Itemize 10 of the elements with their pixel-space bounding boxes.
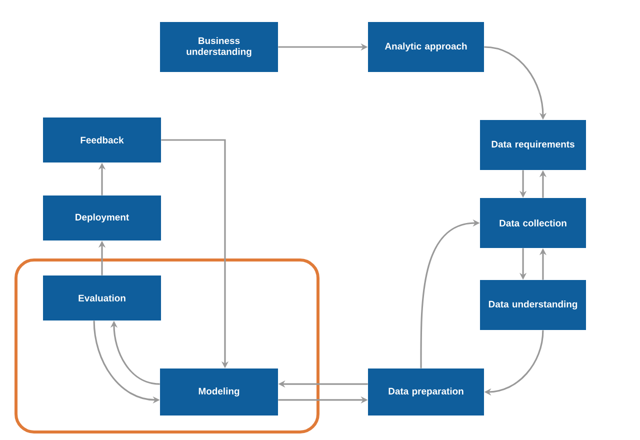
process-box: Data collection	[480, 198, 586, 248]
process-box: Business understanding	[160, 22, 278, 72]
process-box: Analytic approach	[368, 22, 484, 72]
process-box: Deployment	[43, 196, 161, 240]
process-box: Data preparation	[368, 368, 484, 416]
process-box: Feedback	[43, 118, 161, 162]
process-box: Data requirements	[480, 120, 586, 170]
process-box: Evaluation	[43, 276, 161, 320]
process-box: Modeling	[160, 368, 278, 416]
process-box: Data understanding	[480, 280, 586, 330]
